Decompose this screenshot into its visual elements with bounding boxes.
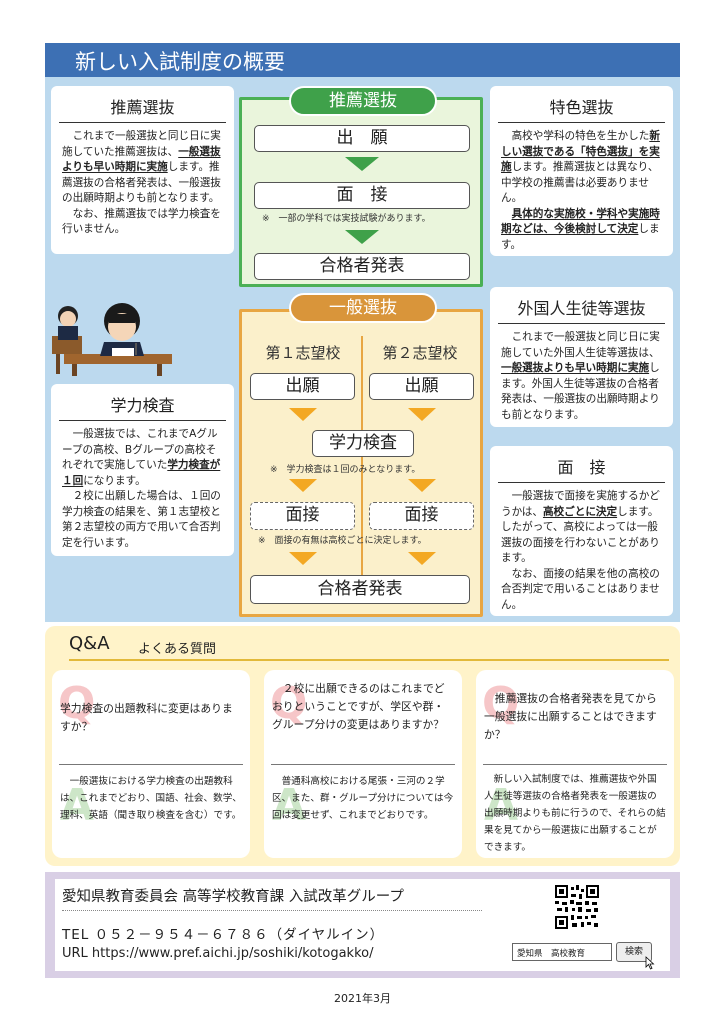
footer-telephone: TEL ０５２－９５４－６７８６（ダイヤルイン） [62,927,385,943]
arrow-down-icon [408,479,436,492]
second-choice-interview: 面接 [369,502,474,530]
academic-exam-step: 学力検査 [312,430,414,457]
q-letter-icon: Q [270,678,308,729]
tokushoku-emphasis-2: 具体的な実施校・学科や実施時期などは、今後検討して決定 [501,207,660,236]
suisen-emphasis: 一般選抜よりも早い時期に実施 [62,145,221,174]
mensetsu-card: 面 接 一般選抜で面接を実施するかどうかは、高校ごとに決定します。したがって、高… [490,446,673,616]
arrow-down-icon [345,230,379,244]
interview-note: ※ 面接の有無は高校ごとに決定します。 [258,536,427,546]
mensetsu-emphasis: 高校ごとに決定 [542,505,618,518]
ippan-result-step: 合格者発表 [250,575,470,604]
gakuryoku-emphasis: 学力検査が１回 [62,459,221,487]
qa-answer-2: 普通科高校における尾張・三河の２学区、また、群・グループ分けについては今回は変更… [272,776,454,821]
first-choice-header: 第１志望校 [265,344,341,362]
suisen-note: ※ 一部の学科では実技試験があります。 [262,214,431,224]
tokushoku-emphasis-1: 新しい選抜である「特色選抜」を実施 [501,130,660,173]
qa-card-1: Q 学力検査の出題教科に変更はありますか？ A 一般選抜における学力検査の出題教… [52,670,250,858]
students-illustration-icon [52,296,172,376]
a-letter-icon: A [60,780,95,831]
tokushoku-text-1: 高校や学科の特色を生かした [511,130,650,142]
gaikokujin-card: 外国人生徒等選抜 これまで一般選抜と同じ日に実施していた外国人生徒等選抜は、一般… [490,287,673,427]
arrow-down-icon [408,552,436,565]
arrow-down-icon [289,552,317,565]
footer-url[interactable]: URL https://www.pref.aichi.jp/soshiki/ko… [62,946,374,961]
qa-question-1: 学力検査の出題教科に変更はありますか？ [60,702,233,733]
qa-answer-1: 一般選抜における学力検査の出題教科は、これまでどおり、国語、社会、数学、理科、英… [60,776,242,821]
gaikokujin-card-title: 外国人生徒等選抜 [498,287,665,324]
mensetsu-text-3: なお、面接の結果を他の高校の合否判定で用いることはありません。 [501,567,660,611]
issue-date: 2021年3月 [334,992,391,1005]
column-divider [361,336,363,584]
mensetsu-card-title: 面 接 [498,446,665,483]
qa-divider [69,659,669,661]
qa-card-3: Q 推薦選抜の合格者発表を見てから一般選抜に出願することはできますか？ A 新し… [476,670,674,858]
gakuryoku-card: 学力検査 一般選抜では、これまでAグループの高校、Bグループの高校それぞれで実施… [51,384,234,556]
second-choice-apply: 出願 [369,373,474,400]
suisen-text-3: なお、推薦選抜では学力検査を行いません。 [62,207,221,236]
search-button[interactable]: 検索 [616,942,652,962]
second-choice-header: 第２志望校 [382,344,458,362]
ippan-flow-label: 一般選抜 [289,293,437,323]
qa-title: Q&A [69,633,110,654]
page-title: 新しい入試制度の概要 [45,43,680,77]
mensetsu-text-2: します。したがって、高校によっては一般選抜の面接を行わないことがあります。 [501,505,660,565]
a-letter-icon: A [272,780,307,831]
gaikokujin-text-2: します。外国人生徒等選抜の合格者発表は、一般選抜の出願時期よりも前となります。 [501,362,660,421]
suisen-step-interview: 面 接 [254,182,470,209]
qa-card-2: Q ２校に出願できるのはこれまでどおりということですが、学区や群・グループ分けの… [264,670,462,858]
cursor-icon [645,955,655,974]
qa-answer-3: 新しい入試制度では、推薦選抜や外国人生徒等選抜の合格者発表を一般選抜の出願時期よ… [484,774,666,853]
suisen-step-result: 合格者発表 [254,253,470,280]
qa-question-3: 推薦選抜の合格者発表を見てから一般選抜に出願することはできますか？ [484,692,657,741]
qr-code-icon[interactable] [555,885,599,929]
first-choice-interview: 面接 [250,502,355,530]
qa-subtitle: よくある質問 [138,642,217,657]
arrow-down-icon [408,408,436,421]
arrow-down-icon [289,408,317,421]
tokushoku-card-title: 特色選抜 [498,86,665,123]
gaikokujin-text-1: これまで一般選抜と同じ日に実施していた外国人生徒等選抜は、 [501,331,660,359]
qa-separator [483,764,667,765]
q-letter-icon: Q [482,678,520,729]
arrow-down-icon [289,479,317,492]
qa-question-2: ２校に出願できるのはこれまでどおりということですが、学区や群・グループ分けの変更… [272,682,445,731]
gakuryoku-text-2: になります。 [83,474,146,487]
gakuryoku-text-1: 一般選抜では、これまでAグループの高校、Bグループの高校それぞれで実施していた [62,428,218,471]
suisen-flow-label: 推薦選抜 [289,86,437,116]
tokushoku-card: 特色選抜 高校や学科の特色を生かした新しい選抜である「特色選抜」を実施します。推… [490,86,673,256]
footer-dotted-line [62,910,482,911]
tokushoku-text-3: します。 [501,223,660,251]
a-letter-icon: A [484,780,519,831]
gaikokujin-emphasis: 一般選抜よりも早い時期に実施 [501,362,650,374]
search-input[interactable]: 愛知県 高校教育 [512,943,612,961]
suisen-card: 推薦選抜 これまで一般選抜と同じ日に実施していた推薦選抜は、一般選抜よりも早い時… [51,86,234,254]
arrow-down-icon [345,157,379,171]
suisen-step-apply: 出 願 [254,125,470,152]
tokushoku-text-2: します。推薦選抜とは異なり、中学校の推薦書は必要ありません。 [501,161,659,204]
qa-separator [271,764,455,765]
first-choice-apply: 出願 [250,373,355,400]
qa-separator [59,764,243,765]
gakuryoku-card-title: 学力検査 [59,384,226,421]
mensetsu-text-1: 一般選抜で面接を実施するかどうかは、 [501,490,660,518]
suisen-card-title: 推薦選抜 [59,86,226,123]
q-letter-icon: Q [58,678,96,729]
exam-note: ※ 学力検査は１回のみとなります。 [270,465,421,475]
suisen-text-2: します。推薦選抜の合格者発表は、一般選抜の出願時期よりも前となります。 [62,161,221,204]
gakuryoku-text-3: ２校に出願した場合は、１回の学力検査の結果を、第１志望校と第２志望校の両方で用い… [62,490,221,549]
footer-organization: 愛知県教育委員会 高等学校教育課 入試改革グループ [62,889,404,905]
suisen-text-1: これまで一般選抜と同じ日に実施していた推薦選抜は、 [62,130,221,158]
